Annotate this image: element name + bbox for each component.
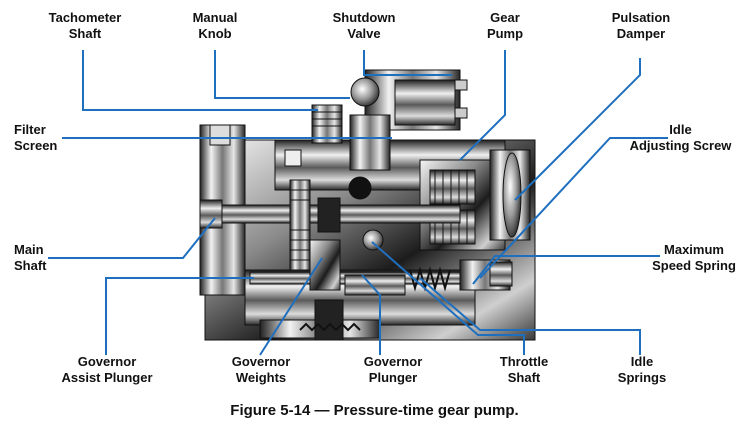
label-tachometer-shaft: Tachometer Shaft: [48, 10, 122, 41]
label-filter-screen: Filter Screen: [14, 122, 58, 153]
leader-gear-pump: [459, 50, 506, 161]
label-manual-knob: Manual Knob: [192, 10, 238, 41]
filter-screen-tube: [311, 104, 391, 171]
main-shaft: [199, 179, 461, 271]
leader-idle-adjusting-screw: [479, 137, 668, 279]
label-throttle-shaft: Throttle Shaft: [499, 354, 549, 385]
leader-tachometer-shaft: [82, 50, 318, 111]
figure-caption: Figure 5-14 — Pressure-time gear pump.: [230, 402, 519, 419]
leader-idle-springs: [419, 277, 641, 355]
label-governor-plunger: Governor Plunger: [363, 354, 423, 385]
label-gear-pump: Gear Pump: [486, 10, 524, 41]
label-shutdown-valve: Shutdown Valve: [332, 10, 396, 41]
label-idle-adjusting-screw: Idle Adjusting Screw: [629, 122, 732, 153]
label-governor-assist-plunger: Governor Assist Plunger: [61, 354, 153, 385]
label-maximum-speed-spring: Maximum Speed Spring: [652, 242, 736, 273]
leader-governor-assist-plunger: [105, 277, 254, 355]
leader-shutdown-valve: [363, 50, 452, 76]
leader-lines: [48, 50, 668, 356]
leader-governor-weights: [259, 257, 323, 356]
leader-manual-knob: [214, 50, 350, 99]
leader-throttle-shaft: [371, 241, 525, 355]
pulsation-damper: [489, 149, 531, 241]
label-idle-springs: Idle Springs: [617, 354, 667, 385]
leader-governor-plunger: [361, 274, 381, 355]
label-main-shaft: Main Shaft: [14, 242, 47, 273]
label-governor-weights: Governor Weights: [231, 354, 291, 385]
leader-maximum-speed-spring: [472, 255, 660, 285]
leader-main-shaft: [48, 217, 216, 259]
label-pulsation-damper: Pulsation Damper: [611, 10, 671, 41]
leader-pulsation-damper: [514, 58, 641, 201]
